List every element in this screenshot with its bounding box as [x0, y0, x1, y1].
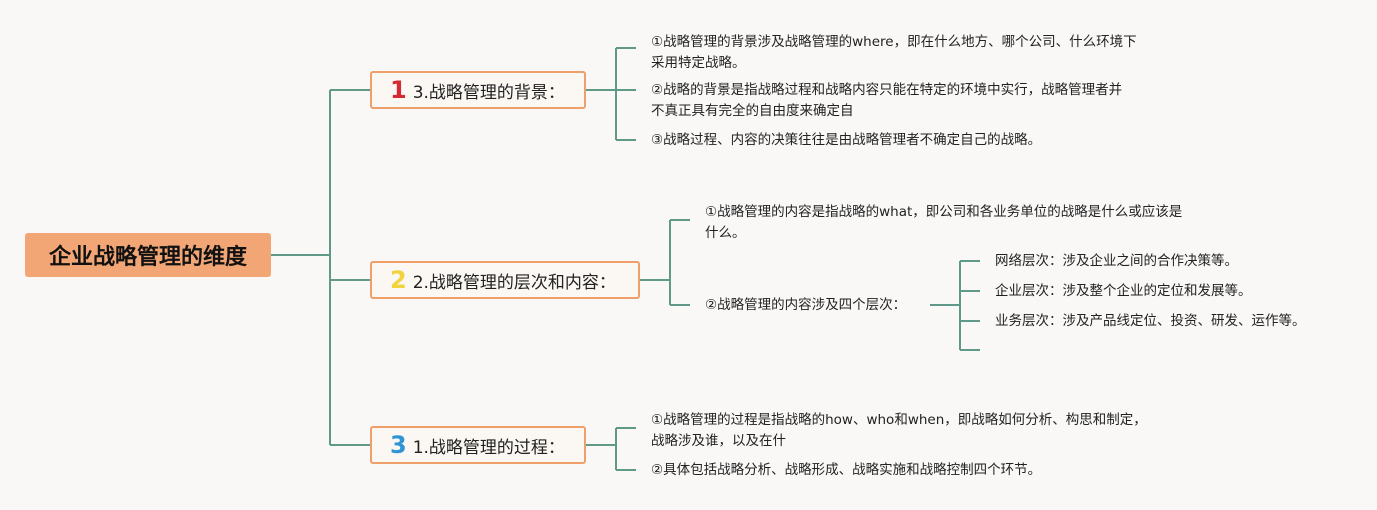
level-business[interactable]: 业务层次：涉及产品线定位、投资、研发、运作等。: [995, 313, 1306, 329]
leaf-line: ②具体包括战略分析、战略形成、战略实施和战略控制四个环节。: [651, 462, 1042, 478]
leaf-process-how[interactable]: ①战略管理的过程是指战略的how、who和when，即战略如何分析、构思和制定，…: [651, 410, 1147, 452]
leaf-content-four-levels[interactable]: ②战略管理的内容涉及四个层次：: [705, 295, 906, 316]
root-node[interactable]: 企业战略管理的维度: [25, 233, 271, 277]
leaf-line: 采用特定战略。: [651, 55, 746, 71]
leaf-line: 什么。: [705, 225, 746, 241]
leaf-line: ③战略过程、内容的决策往往是由战略管理者不确定自己的战略。: [651, 132, 1042, 148]
branch-label-levels-content: 2.战略管理的层次和内容：: [412, 272, 616, 293]
level-network[interactable]: 网络层次：涉及企业之间的合作决策等。: [995, 253, 1238, 269]
leaf-background-where[interactable]: ①战略管理的背景涉及战略管理的where，即在什么地方、哪个公司、什么环境下 采…: [651, 32, 1137, 74]
number-2-icon: 2: [390, 266, 407, 294]
leaf-line: 不真正具有完全的自由度来确定自: [651, 103, 854, 119]
leaf-line: ②战略的背景是指战略过程和战略内容只能在特定的环境中实行，战略管理者并: [651, 82, 1123, 98]
leaf-line: ①战略管理的背景涉及战略管理的where，即在什么地方、哪个公司、什么环境下: [651, 34, 1137, 50]
leaf-line: ①战略管理的内容是指战略的what，即公司和各业务单位的战略是什么或应该是: [705, 204, 1183, 220]
branch-node-background[interactable]: 1 3.战略管理的背景：: [370, 71, 586, 109]
leaf-line: ①战略管理的过程是指战略的how、who和when，即战略如何分析、构思和制定，: [651, 412, 1147, 428]
branch-label-background: 3.战略管理的背景：: [412, 82, 565, 103]
branch-node-levels-content[interactable]: 2 2.战略管理的层次和内容：: [370, 261, 640, 299]
number-1-icon: 1: [390, 76, 407, 104]
leaf-background-environment[interactable]: ②战略的背景是指战略过程和战略内容只能在特定的环境中实行，战略管理者并 不真正具…: [651, 80, 1122, 122]
leaf-line: 战略涉及谁，以及在什: [651, 433, 786, 449]
leaf-content-what[interactable]: ①战略管理的内容是指战略的what，即公司和各业务单位的战略是什么或应该是 什么…: [705, 202, 1182, 244]
branch-label-process: 1.战略管理的过程：: [412, 437, 565, 458]
number-3-icon: 3: [390, 431, 407, 459]
level-enterprise[interactable]: 企业层次：涉及整个企业的定位和发展等。: [995, 283, 1252, 299]
branch-node-process[interactable]: 3 1.战略管理的过程：: [370, 426, 586, 464]
leaf-line: ②战略管理的内容涉及四个层次：: [705, 297, 907, 313]
leaf-process-steps[interactable]: ②具体包括战略分析、战略形成、战略实施和战略控制四个环节。: [651, 460, 1041, 481]
root-label: 企业战略管理的维度: [48, 245, 247, 270]
leaf-background-decision[interactable]: ③战略过程、内容的决策往往是由战略管理者不确定自己的战略。: [651, 130, 1041, 151]
